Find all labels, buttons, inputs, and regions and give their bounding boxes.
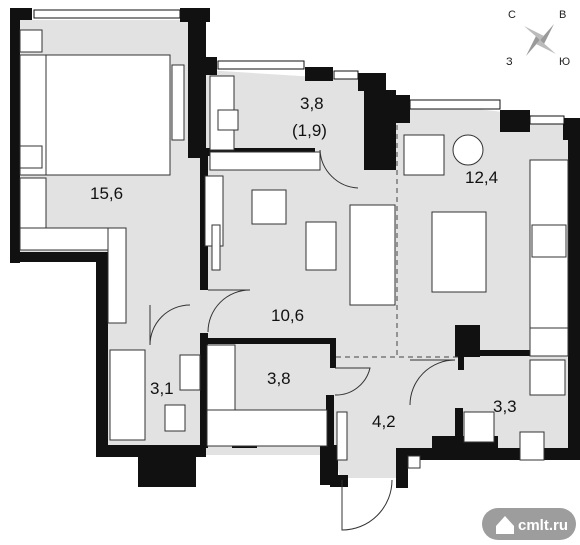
compass-east: В: [559, 9, 566, 21]
compass-arrow-se: [536, 40, 556, 54]
small-stool: [407, 455, 421, 469]
toilet: [164, 404, 186, 432]
compass-north: С: [508, 9, 516, 21]
room-label-hall: 10,6: [271, 306, 304, 325]
bedroom-furniture: [19, 29, 185, 324]
compass-west: З: [506, 56, 513, 68]
shelf: [209, 151, 321, 171]
compass-arrow-ne: [540, 24, 554, 44]
zone-lines: [336, 125, 458, 358]
room-sublabel-study: (1,9): [292, 121, 327, 140]
watermark: cmlt.ru: [482, 508, 576, 540]
room-label-kitchen: 12,4: [465, 168, 498, 187]
sofa: [349, 204, 396, 306]
sink: [463, 411, 495, 443]
windows: [33, 9, 565, 125]
compass-arrow-sw: [526, 36, 540, 56]
bed: [41, 54, 171, 176]
bathroom-furniture: [109, 344, 566, 469]
bench: [336, 411, 348, 461]
compass: С В З Ю: [506, 9, 570, 68]
bathtub: [109, 349, 146, 441]
study-furniture: [209, 75, 321, 171]
stove: [531, 224, 567, 258]
compass-arrow-nw: [524, 26, 544, 40]
toilet: [519, 431, 545, 461]
round-lamp: [452, 134, 484, 166]
sink: [179, 354, 201, 391]
room-label-bathroom: 3,1: [150, 379, 174, 398]
doors: [149, 149, 456, 531]
desk-unit: [171, 64, 185, 141]
armchair: [403, 134, 445, 176]
nightstand: [19, 145, 43, 169]
kitchen-furniture: [403, 134, 569, 357]
dining-table: [431, 211, 487, 293]
washing-machine: [529, 359, 566, 396]
room-label-wardrobe: 3,8: [267, 369, 291, 388]
sink-unit: [529, 327, 569, 357]
storage: [206, 409, 328, 447]
nightstand: [19, 29, 43, 53]
hall-furniture: [204, 175, 396, 306]
watermark-text: cmlt.ru: [518, 517, 568, 534]
room-label-laundry: 3,3: [493, 397, 517, 416]
cabinet: [206, 344, 236, 411]
chair: [217, 109, 239, 131]
compass-south: Ю: [559, 56, 570, 68]
tv-unit: [211, 224, 221, 271]
cabinet: [107, 227, 127, 324]
room-label-study: 3,8: [300, 94, 324, 113]
watermark-home-icon: [496, 516, 514, 534]
armchair: [251, 189, 287, 225]
wardrobe-unit: [19, 177, 47, 229]
room-label-bedroom: 15,6: [90, 184, 123, 203]
room-label-entrance: 4,2: [372, 412, 396, 431]
coffee-table: [305, 221, 337, 271]
